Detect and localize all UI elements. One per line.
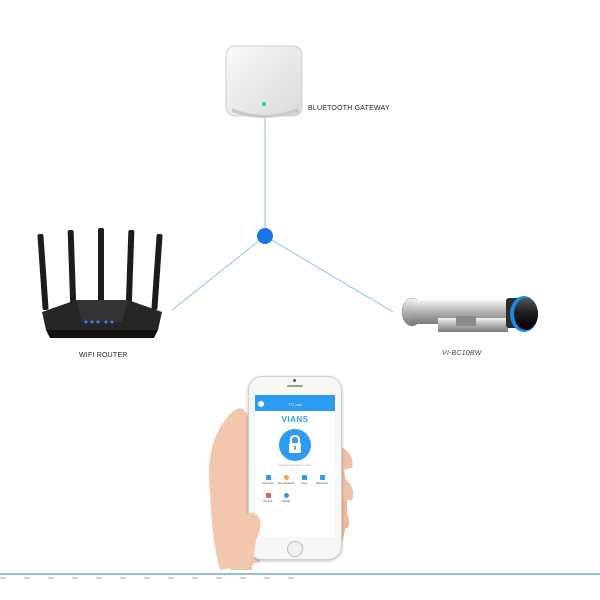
ekeys-icon <box>301 475 307 480</box>
home-button[interactable] <box>287 541 303 557</box>
avatar[interactable] <box>258 401 264 407</box>
lock-label: VI-BC10BW <box>442 350 482 357</box>
router-link-line <box>171 235 266 311</box>
gateway-label: BLUETOOTH GATEWAY <box>308 105 390 112</box>
passcodes-icon <box>319 475 325 480</box>
bluetooth-gateway-device <box>222 42 306 120</box>
phone-screen: TTLock VIANS Press the lock button to un… <box>255 395 335 537</box>
app-header: TTLock <box>255 395 335 411</box>
wifi-router-device <box>36 226 166 344</box>
padlock-icon <box>289 434 301 453</box>
phone-speaker <box>287 385 303 387</box>
passcode-icon <box>283 475 289 480</box>
thumb <box>229 512 261 570</box>
phone-camera <box>293 379 296 382</box>
menu-item-send-passcode[interactable]: Send passcode <box>277 475 295 491</box>
router-label: WIFI ROUTER <box>79 352 128 359</box>
settings-icon <box>283 493 289 498</box>
menu-item-records[interactable]: Records <box>259 493 277 509</box>
unlock-hint: Press the lock button to unlock <box>278 464 312 467</box>
hub-node <box>257 228 273 244</box>
lock-link-line <box>264 235 394 313</box>
menu-item-send-ekey[interactable]: Send eKey <box>259 475 277 491</box>
app-menu-grid: Send eKey Send passcode eKeys Passcodes … <box>255 475 335 515</box>
menu-item-settings[interactable]: Settings <box>277 493 295 509</box>
records-icon <box>265 493 271 498</box>
app-hero: VIANS Press the lock button to unlock <box>255 411 335 471</box>
menu-item-ekeys[interactable]: eKeys <box>295 475 313 491</box>
send-ekey-icon <box>265 475 271 480</box>
smartphone: TTLock VIANS Press the lock button to un… <box>248 376 342 560</box>
menu-item-passcodes[interactable]: Passcodes <box>313 475 331 491</box>
smart-cylinder-lock-device <box>398 292 546 348</box>
brand-name: VIANS <box>281 415 309 424</box>
app-title: TTLock <box>288 402 302 407</box>
unlock-button[interactable] <box>279 429 311 461</box>
